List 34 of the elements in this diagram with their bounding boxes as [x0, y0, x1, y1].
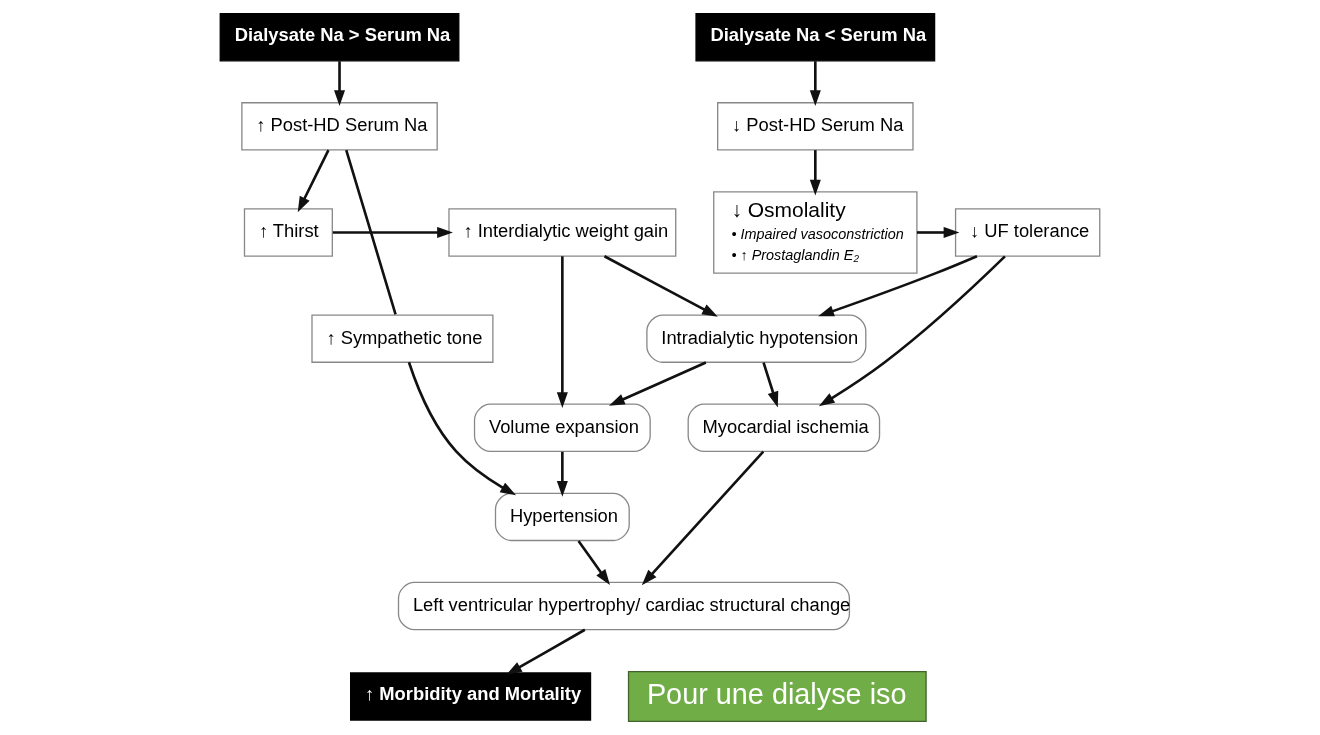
- node-box: Pour une dialyse iso: [627, 670, 927, 723]
- arrow: [332, 226, 453, 238]
- arrow: [916, 226, 960, 238]
- node-box: Myocardial ischemia: [687, 403, 881, 453]
- arrow: [407, 361, 517, 496]
- node-box: ↑ Interdialytic weight gain: [448, 208, 677, 257]
- node-box: Intradialytic hypotension: [646, 314, 867, 363]
- node-box: ↑ Post-HD Serum Na: [241, 102, 438, 151]
- arrow: [556, 451, 568, 497]
- arrow: [577, 540, 610, 586]
- node-box: ↓ Post-HD Serum Na: [717, 102, 914, 151]
- arrow: [762, 362, 779, 408]
- arrow: [608, 361, 707, 406]
- arrow: [506, 628, 586, 675]
- arrow: [334, 61, 346, 107]
- arrow: [818, 255, 1006, 407]
- connector: [345, 149, 397, 315]
- arrow: [603, 255, 718, 317]
- arrow: [809, 150, 821, 196]
- node-box: ↑ Sympathetic tone: [311, 314, 494, 363]
- arrow: [297, 149, 330, 213]
- arrow: [556, 256, 568, 409]
- node-box: Dialysate Na > Serum Na: [219, 12, 460, 62]
- node-box: ↑ Morbidity and Mortality: [350, 672, 592, 721]
- node-box: ↑ Thirst: [243, 208, 333, 257]
- node-box: Volume expansion: [473, 403, 651, 453]
- node-box: Left ventricular hypertrophy/ cardiac structural change: [397, 581, 851, 631]
- node-box: Hypertension: [494, 492, 630, 542]
- arrow: [809, 61, 821, 107]
- node-box: ↓ UF tolerance: [954, 208, 1101, 257]
- arrow: [818, 255, 978, 317]
- node-box: ↓ Osmolality • Impaired vasoconstriction • ↑ Prostaglandin E₂: [713, 191, 918, 274]
- arrow: [641, 450, 765, 586]
- node-box: Dialysate Na < Serum Na: [695, 12, 936, 62]
